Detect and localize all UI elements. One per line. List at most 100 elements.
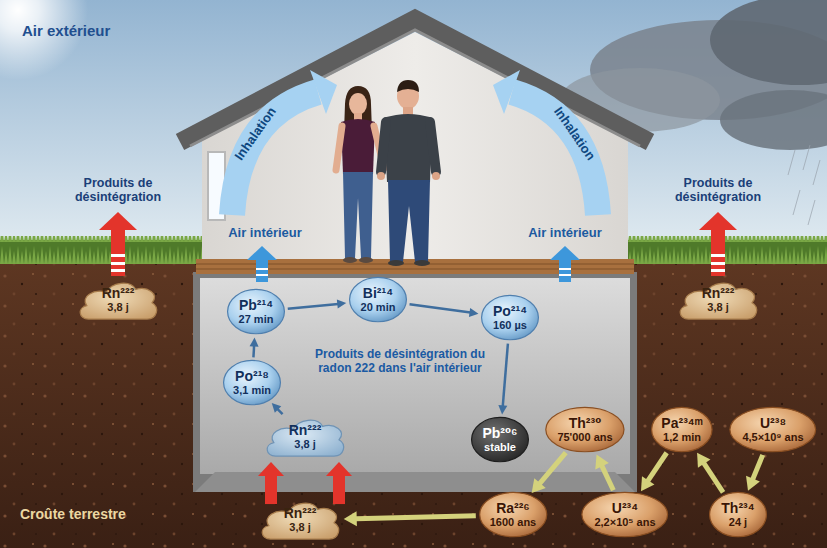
decay-arrow	[344, 511, 476, 526]
bubble-text: U²³⁴2,2×10⁵ ans	[594, 501, 655, 528]
bubble-text: Bi²¹⁴20 min	[361, 286, 396, 313]
soil-texture	[0, 258, 827, 548]
nuclide-bubble: Bi²¹⁴20 min	[349, 277, 407, 322]
arrow-head	[258, 462, 284, 476]
soil	[0, 258, 827, 548]
inhalation-arrow	[493, 70, 598, 215]
half-life: 27 min	[239, 314, 274, 326]
half-life: 2,2×10⁵ ans	[594, 517, 655, 529]
emission-arrow	[99, 212, 137, 276]
decay-arrow	[498, 344, 508, 415]
radon-flow-arrow	[326, 462, 352, 504]
bubble-shape	[228, 290, 285, 334]
nuclide-symbol: Ra²²⁶	[490, 501, 536, 516]
bubble-shape	[350, 278, 407, 322]
arrow-shaft	[356, 516, 476, 519]
basement	[193, 272, 637, 492]
nuclide-symbol: Rn²²²	[284, 506, 317, 521]
inhalation-arrow	[232, 70, 337, 215]
bubble-shape	[267, 420, 343, 456]
arrow-head	[498, 405, 507, 414]
arrow-shaft	[277, 409, 282, 414]
nuclide-bubble: Pa²³⁴ᵐ1,2 min	[651, 407, 713, 452]
decay-arrow	[250, 338, 259, 358]
bubble-text: Rn²²²3,8 j	[702, 286, 735, 313]
decay-arrow	[641, 453, 667, 491]
half-life: 1,2 min	[661, 432, 702, 444]
nuclide-symbol: Th²³⁰	[557, 416, 612, 431]
nuclide-symbol: U²³⁸	[742, 416, 803, 431]
bubble-text: U²³⁸4,5×10⁹ ans	[742, 416, 803, 443]
nuclide-symbol: Pa²³⁴ᵐ	[661, 416, 702, 431]
nuclide-bubble: Th²³⁴24 j	[709, 492, 767, 537]
radon-cloud: Rn²²²3,8 j	[264, 413, 346, 461]
arrow-shaft	[704, 463, 723, 493]
decay-arrow	[595, 455, 613, 491]
region-label: Air extérieur	[22, 22, 110, 39]
arrow-shaft	[288, 304, 339, 309]
radon-cloud: Rn²²²3,8 j	[77, 276, 159, 324]
arrow-head	[337, 300, 346, 309]
bubble-shape	[652, 408, 712, 452]
half-life: 3,8 j	[102, 302, 135, 314]
house	[180, 19, 650, 274]
half-life: 3,8 j	[289, 439, 322, 451]
arrow-shaft	[648, 453, 667, 481]
nuclide-bubble: Ra²²⁶1600 ans	[479, 492, 547, 537]
stable-nuclide-bubble: Pb²⁰⁶stable	[471, 417, 529, 462]
nuclide-symbol: Rn²²²	[102, 286, 135, 301]
arrow-shaft	[539, 453, 565, 484]
arrow-shaft	[252, 346, 255, 358]
half-life: 1600 ans	[490, 517, 536, 529]
arrow-shaft	[503, 344, 508, 407]
bubble-shape	[479, 493, 546, 537]
decay-arrow	[410, 304, 479, 317]
nuclide-symbol: Bi²¹⁴	[361, 286, 396, 301]
arrow-head	[746, 476, 760, 491]
bubble-text: Po²¹⁴160 µs	[493, 304, 527, 331]
nuclide-bubble: Th²³⁰75'000 ans	[545, 407, 625, 452]
arrow-head	[532, 478, 546, 493]
arrow-head	[250, 338, 259, 347]
nuclide-symbol: Po²¹⁸	[233, 369, 271, 384]
bubble-text: Ra²²⁶1600 ans	[490, 501, 536, 528]
decay-arrow	[288, 300, 346, 309]
nuclide-bubble: Pb²¹⁴27 min	[227, 289, 285, 334]
bubble-shape	[680, 283, 756, 319]
air-label: Air intérieur	[228, 226, 302, 241]
bubble-text: Rn²²²3,8 j	[284, 506, 317, 533]
decay-products-label: Produits de désintégration	[56, 176, 181, 205]
nuclide-symbol: Po²¹⁴	[493, 304, 527, 319]
half-life: 160 µs	[493, 320, 527, 332]
air-label: Air intérieur	[528, 226, 602, 241]
bubble-text: Rn²²²3,8 j	[289, 423, 322, 450]
nuclide-symbol: Rn²²²	[289, 423, 322, 438]
bubble-text: Po²¹⁸3,1 min	[233, 369, 271, 396]
half-life: 75'000 ans	[557, 432, 612, 444]
bubble-text: Pa²³⁴ᵐ1,2 min	[661, 416, 702, 443]
nuclide-symbol: Pb²¹⁴	[239, 298, 274, 313]
bubble-text: Rn²²²3,8 j	[102, 286, 135, 313]
radon-cloud: Rn²²²3,8 j	[677, 276, 759, 324]
half-life: 24 j	[721, 517, 754, 529]
arrow-head	[641, 476, 654, 491]
bubble-text: Th²³⁴24 j	[721, 501, 754, 528]
arrow-shaft	[753, 455, 763, 480]
decay-arrow	[697, 453, 723, 493]
bubble-text: Pb²¹⁴27 min	[239, 298, 274, 325]
nuclide-bubble: U²³⁴2,2×10⁵ ans	[581, 492, 668, 537]
half-life: 3,8 j	[702, 302, 735, 314]
arrow-head	[595, 455, 609, 470]
air-flow-arrow	[247, 246, 277, 282]
nuclide-symbol: Rn²²²	[702, 286, 735, 301]
arrow-shaft	[410, 304, 471, 312]
nuclide-bubble: Po²¹⁴160 µs	[481, 295, 539, 340]
arrow-head	[469, 308, 479, 317]
nuclide-symbol: Th²³⁴	[721, 501, 754, 516]
bubble-shape	[582, 493, 668, 537]
bubble-shape	[80, 283, 156, 319]
bubble-shape	[546, 408, 624, 452]
nuclide-symbol: U²³⁴	[594, 501, 655, 516]
